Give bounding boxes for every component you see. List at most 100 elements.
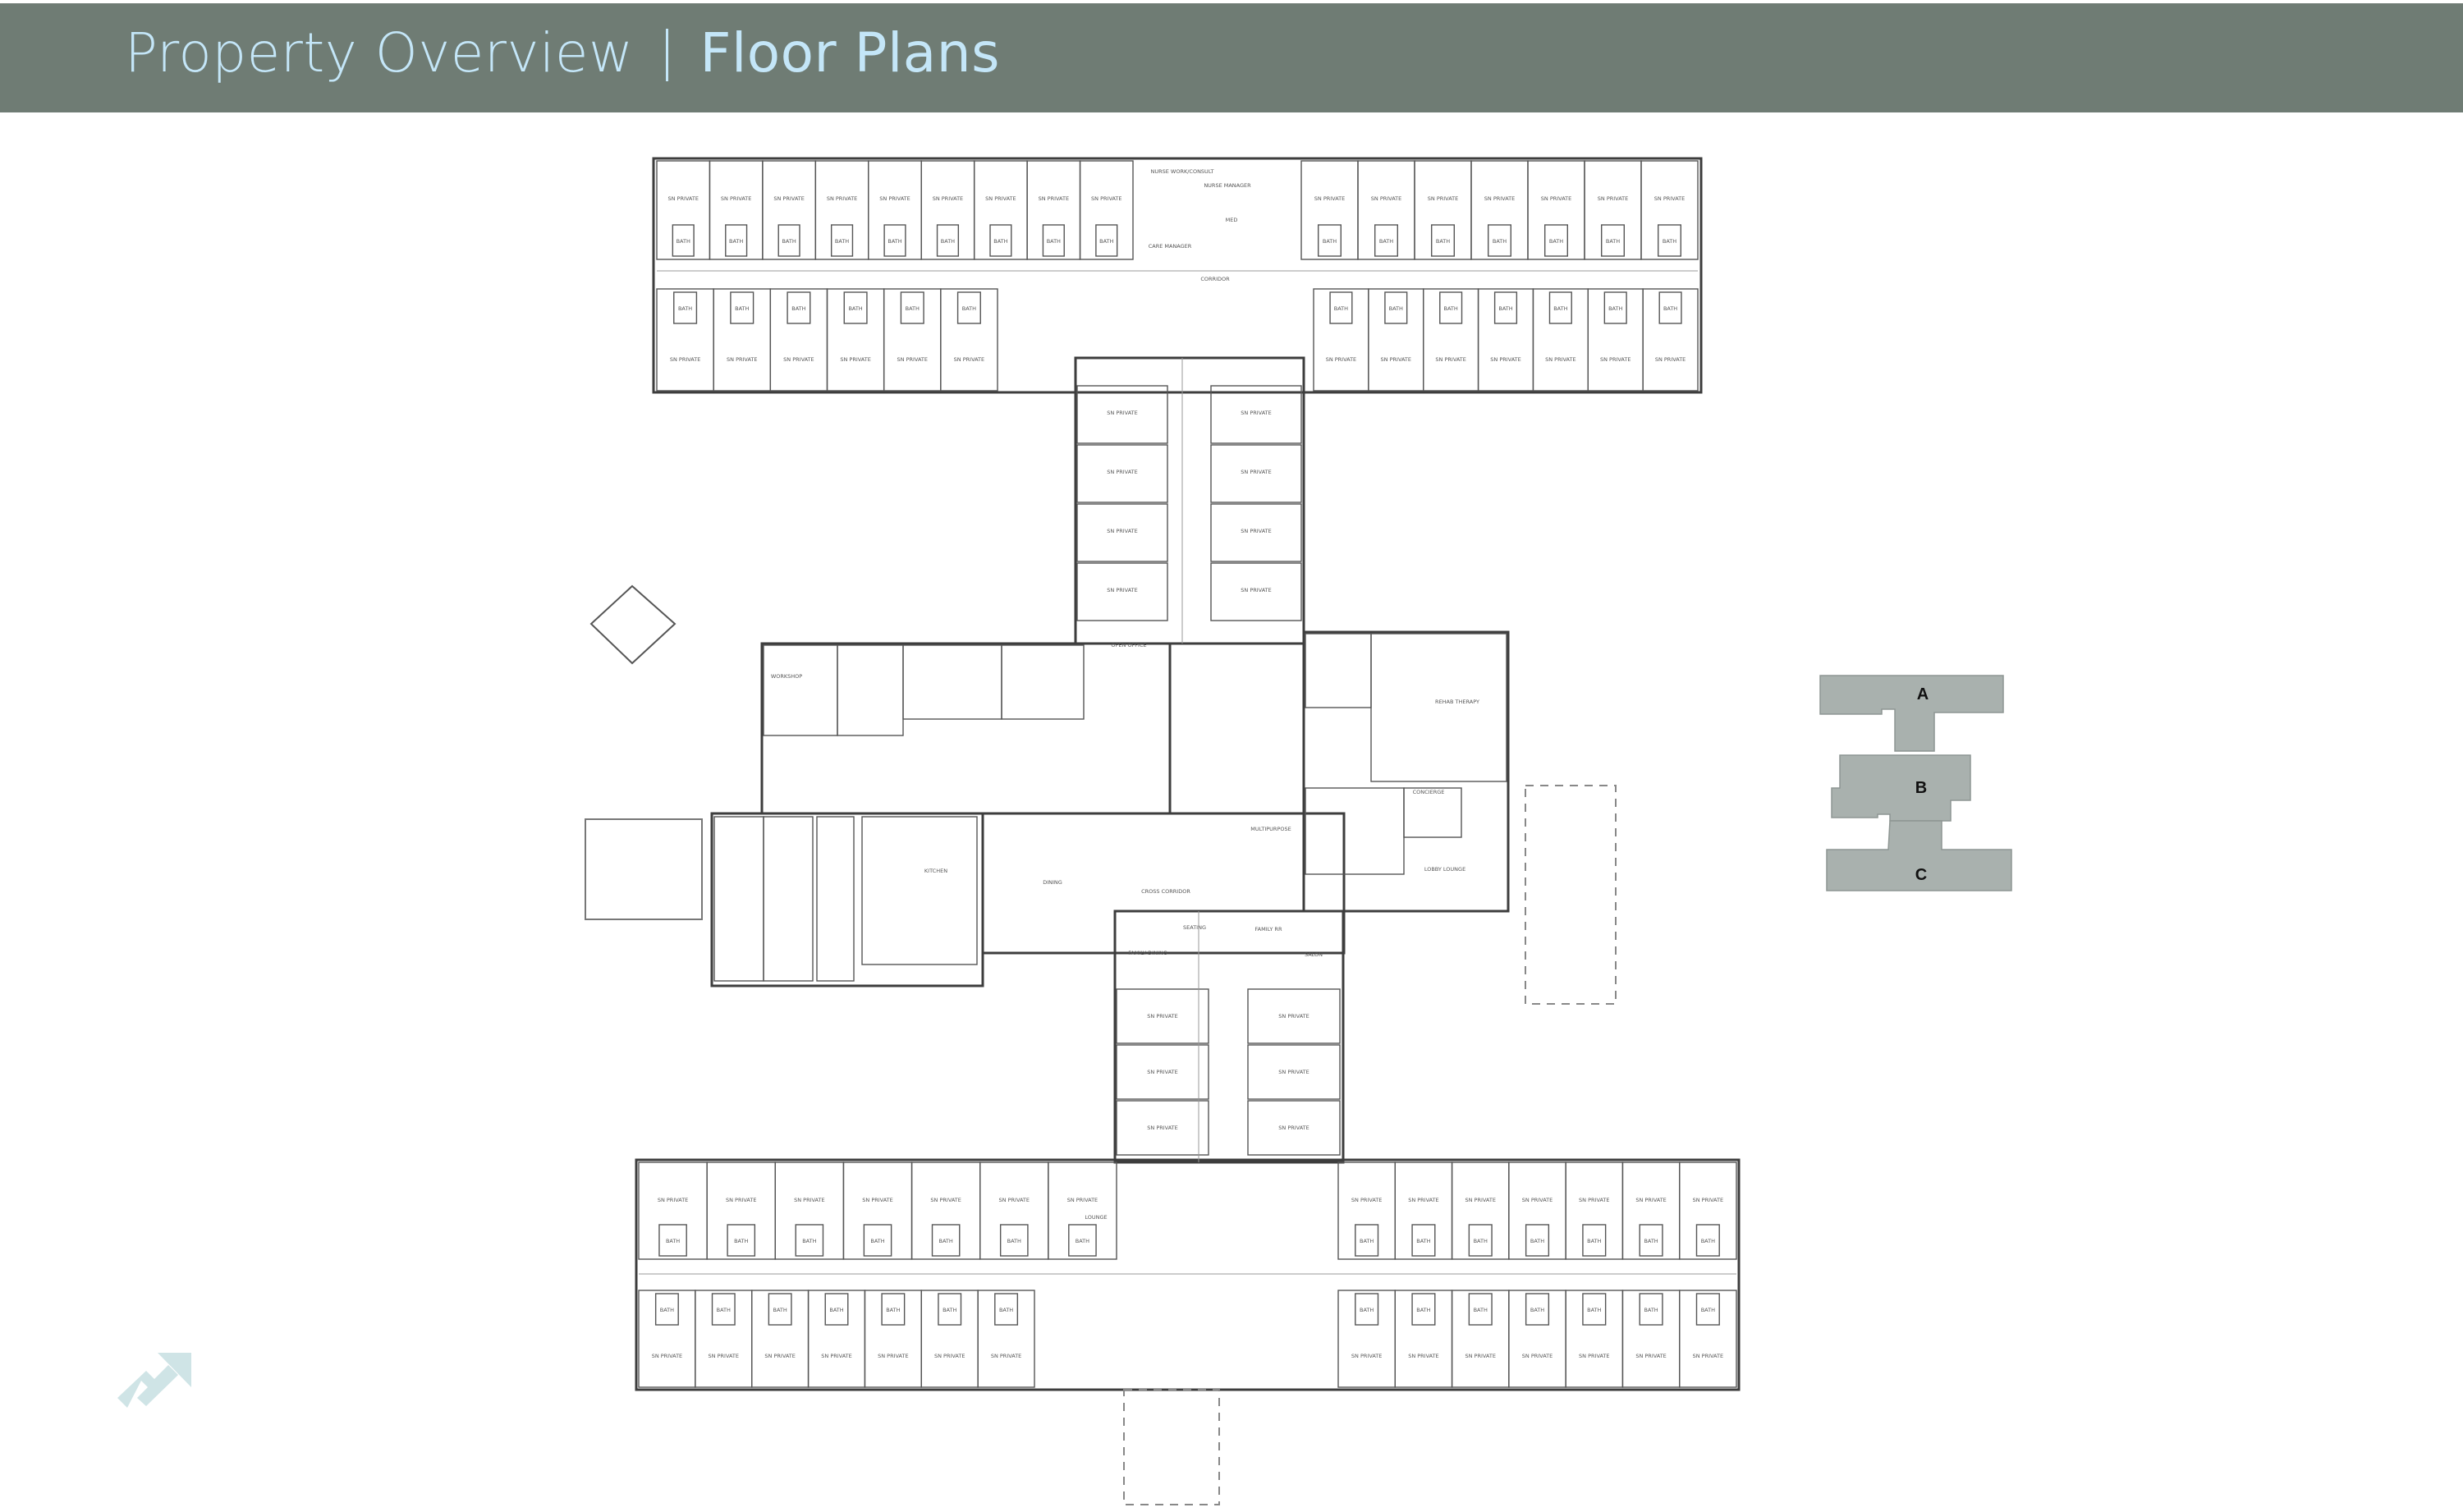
resident-room: [940, 288, 998, 392]
room-label-bath: BATH: [1416, 1238, 1430, 1244]
room-label-bath: BATH: [1663, 305, 1677, 312]
room-label-bath: BATH: [1606, 238, 1620, 245]
room-label-bath: BATH: [1436, 238, 1450, 245]
room-label-private: SN PRIVATE: [1147, 1125, 1177, 1131]
room-label-private: SN PRIVATE: [1635, 1197, 1666, 1203]
room-label-private: SN PRIVATE: [821, 1353, 851, 1359]
room-label-nurse-manager: NURSE MANAGER: [1204, 182, 1251, 189]
key-plan-label-b: B: [1915, 779, 1927, 797]
room-label-bath: BATH: [677, 238, 690, 245]
resident-room: [910, 1161, 981, 1260]
wing-c-outline: [635, 1158, 1741, 1391]
room-label-kitchen: KITCHEN: [924, 868, 947, 874]
bath-room: [1374, 224, 1398, 257]
wing-b-east-outline: [1302, 630, 1510, 913]
gazebo-structure: [589, 584, 677, 665]
room-label-bath: BATH: [1553, 305, 1567, 312]
resident-room: [1079, 160, 1134, 260]
interior-room: [816, 816, 855, 982]
connector-bc-outline: [1113, 909, 1345, 1164]
room-label-private: SN PRIVATE: [1067, 1197, 1098, 1203]
room-label-bath: BATH: [717, 1307, 731, 1313]
room-label-private: SN PRIVATE: [1278, 1125, 1309, 1131]
key-plan-wing-b[interactable]: [1831, 754, 1971, 822]
room-label-care-manager: CARE MANAGER: [1149, 243, 1192, 250]
resident-room: [1621, 1290, 1681, 1388]
room-label-lounge: LOUNGE: [1085, 1214, 1107, 1221]
resident-room: [1587, 288, 1644, 392]
bath-room: [1695, 1293, 1720, 1326]
room-label-corridor: CORRIDOR: [1200, 276, 1230, 282]
north-arrow-icon: [117, 1353, 191, 1408]
bath-room: [1355, 1293, 1379, 1326]
resident-room: [864, 1290, 922, 1388]
bath-room: [654, 1293, 679, 1326]
room-label-bath: BATH: [1587, 1307, 1601, 1313]
page-subtitle: Floor Plans: [699, 21, 1000, 85]
room-label-private: SN PRIVATE: [1241, 528, 1271, 534]
resident-room: [1076, 503, 1168, 562]
room-label-private: SN PRIVATE: [1408, 1353, 1438, 1359]
bath-room: [1487, 224, 1511, 257]
room-label-private: SN PRIVATE: [1107, 528, 1137, 534]
room-label-private: SN PRIVATE: [985, 195, 1016, 202]
interior-room: [763, 644, 838, 736]
room-label-bath: BATH: [1530, 1238, 1544, 1244]
room-label-private: SN PRIVATE: [1541, 195, 1571, 202]
room-label-private: SN PRIVATE: [1278, 1069, 1309, 1075]
wing-b-west-outline: [760, 642, 1172, 815]
room-label-private: SN PRIVATE: [1654, 195, 1685, 202]
resident-room: [638, 1290, 696, 1388]
resident-room: [1247, 1100, 1341, 1156]
room-label-private: SN PRIVATE: [1039, 195, 1069, 202]
resident-room: [1247, 1044, 1341, 1100]
resident-room: [1532, 288, 1589, 392]
resident-room: [1451, 1161, 1510, 1260]
resident-room: [774, 1161, 845, 1260]
room-label-nurse-work: NURSE WORK/CONSULT: [1150, 168, 1213, 175]
room-label-bath: BATH: [678, 305, 692, 312]
bath-room: [931, 1224, 961, 1257]
room-label-bath: BATH: [999, 1307, 1013, 1313]
resident-room: [1621, 1161, 1681, 1260]
room-label-private: SN PRIVATE: [1465, 1353, 1495, 1359]
resident-room: [1048, 1161, 1117, 1260]
bath-room: [824, 1293, 849, 1326]
room-label-multipurpose: MULTIPURPOSE: [1250, 826, 1291, 832]
resident-room: [1508, 1290, 1566, 1388]
resident-room: [1414, 160, 1472, 260]
room-label-bath: BATH: [791, 305, 805, 312]
interior-room: [1370, 633, 1507, 782]
room-label-bath: BATH: [1608, 305, 1622, 312]
resident-room: [1210, 503, 1302, 562]
bath-room: [989, 224, 1012, 257]
dining-area-outline: [981, 812, 1346, 955]
floor-plan-labels: SN PRIVATE BATH SN PRIVATE BATH SN PRIVATE BA…: [652, 195, 1723, 1359]
bath-room: [999, 1224, 1029, 1257]
room-label-bath: BATH: [835, 238, 849, 245]
resident-room: [1076, 444, 1168, 503]
room-label-bath: BATH: [1493, 238, 1507, 245]
room-label-bath: BATH: [1474, 1307, 1488, 1313]
bath-room: [777, 224, 800, 257]
resident-room: [1116, 1044, 1209, 1100]
room-label-bath: BATH: [666, 1238, 680, 1244]
resident-room: [713, 288, 772, 392]
resident-room: [807, 1290, 866, 1388]
room-label-dining: DINING: [1043, 879, 1062, 886]
bath-room: [1525, 1224, 1550, 1257]
resident-room: [1368, 288, 1424, 392]
key-plan-wing-a[interactable]: [1819, 675, 2004, 752]
room-label-lobby-lounge: LOBBY LOUNGE: [1424, 866, 1465, 873]
key-plan-wing-c[interactable]: [1826, 820, 2012, 891]
interior-room: [763, 816, 814, 982]
bath-room: [1658, 291, 1682, 324]
bath-room: [1582, 1293, 1607, 1326]
resident-room: [762, 160, 817, 260]
resident-room: [1565, 1161, 1624, 1260]
bath-room: [1582, 1224, 1607, 1257]
room-label-bath: BATH: [962, 305, 976, 312]
resident-room: [1584, 160, 1642, 260]
interior-room: [837, 644, 904, 736]
room-label-seating: SEATING: [1183, 924, 1206, 931]
